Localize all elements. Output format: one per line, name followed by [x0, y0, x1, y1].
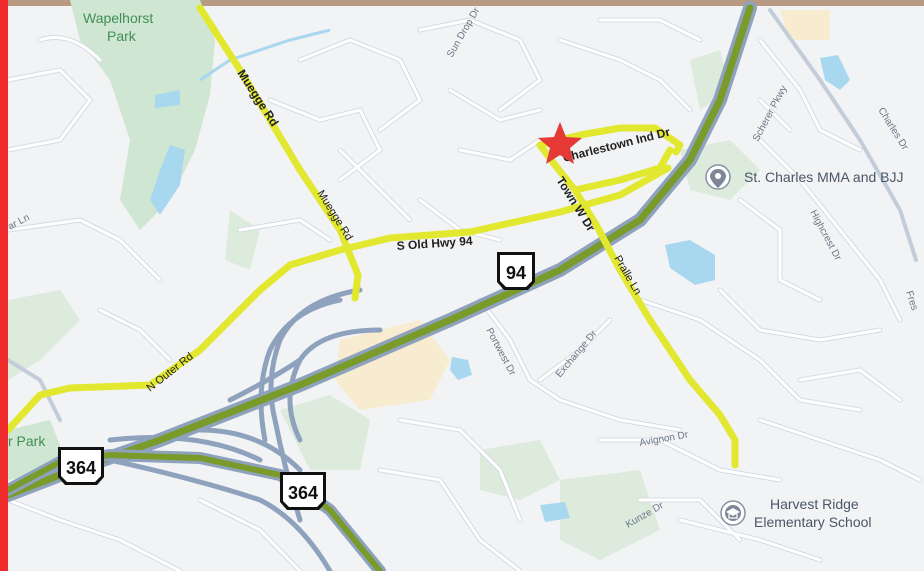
left-edge-bar [0, 0, 8, 571]
green-area [560, 470, 660, 560]
green-area [225, 210, 260, 270]
poi-mma[interactable]: St. Charles MMA and BJJ [705, 164, 904, 190]
pond [665, 240, 715, 285]
hwy-364-shield: 364 [280, 472, 326, 510]
pond [155, 90, 180, 108]
school-label: Elementary School [754, 514, 872, 530]
wapelhorst-park-label: Wapelhorst [83, 10, 153, 26]
highlighted-route [4, 4, 739, 469]
hwy-94-shield-text: 94 [506, 263, 526, 283]
green-area [480, 440, 560, 500]
school-icon [725, 505, 741, 521]
poi-school[interactable]: Harvest Ridge Elementary School [720, 496, 872, 530]
green-area [280, 395, 370, 470]
pond [450, 357, 472, 380]
pond [150, 145, 185, 215]
green-area [8, 290, 80, 380]
interchange-ramps [107, 287, 383, 571]
pond [540, 502, 570, 522]
hwy-364-shield-text: 364 [66, 458, 96, 478]
pond [820, 55, 850, 90]
secondary-roads [6, 8, 918, 422]
hwy-364-shield-text: 364 [288, 483, 318, 503]
mma-label: St. Charles MMA and BJJ [744, 169, 904, 185]
park-edge-label: r Park [8, 433, 46, 449]
star-marker-icon[interactable] [538, 122, 582, 164]
hwy-364-shield: 364 [58, 447, 104, 485]
location-pin-icon [710, 169, 726, 188]
school-label: Harvest Ridge [770, 496, 859, 512]
old-hwy-94-label: S Old Hwy 94 [396, 234, 473, 253]
wapelhorst-park-label: Park [107, 28, 137, 44]
minor-roads [6, 18, 922, 571]
commercial-area [335, 320, 450, 410]
commercial-area [780, 10, 830, 40]
aerial-strip [8, 0, 924, 6]
creek [199, 28, 331, 82]
hwy-94-shield: 94 [497, 252, 535, 290]
